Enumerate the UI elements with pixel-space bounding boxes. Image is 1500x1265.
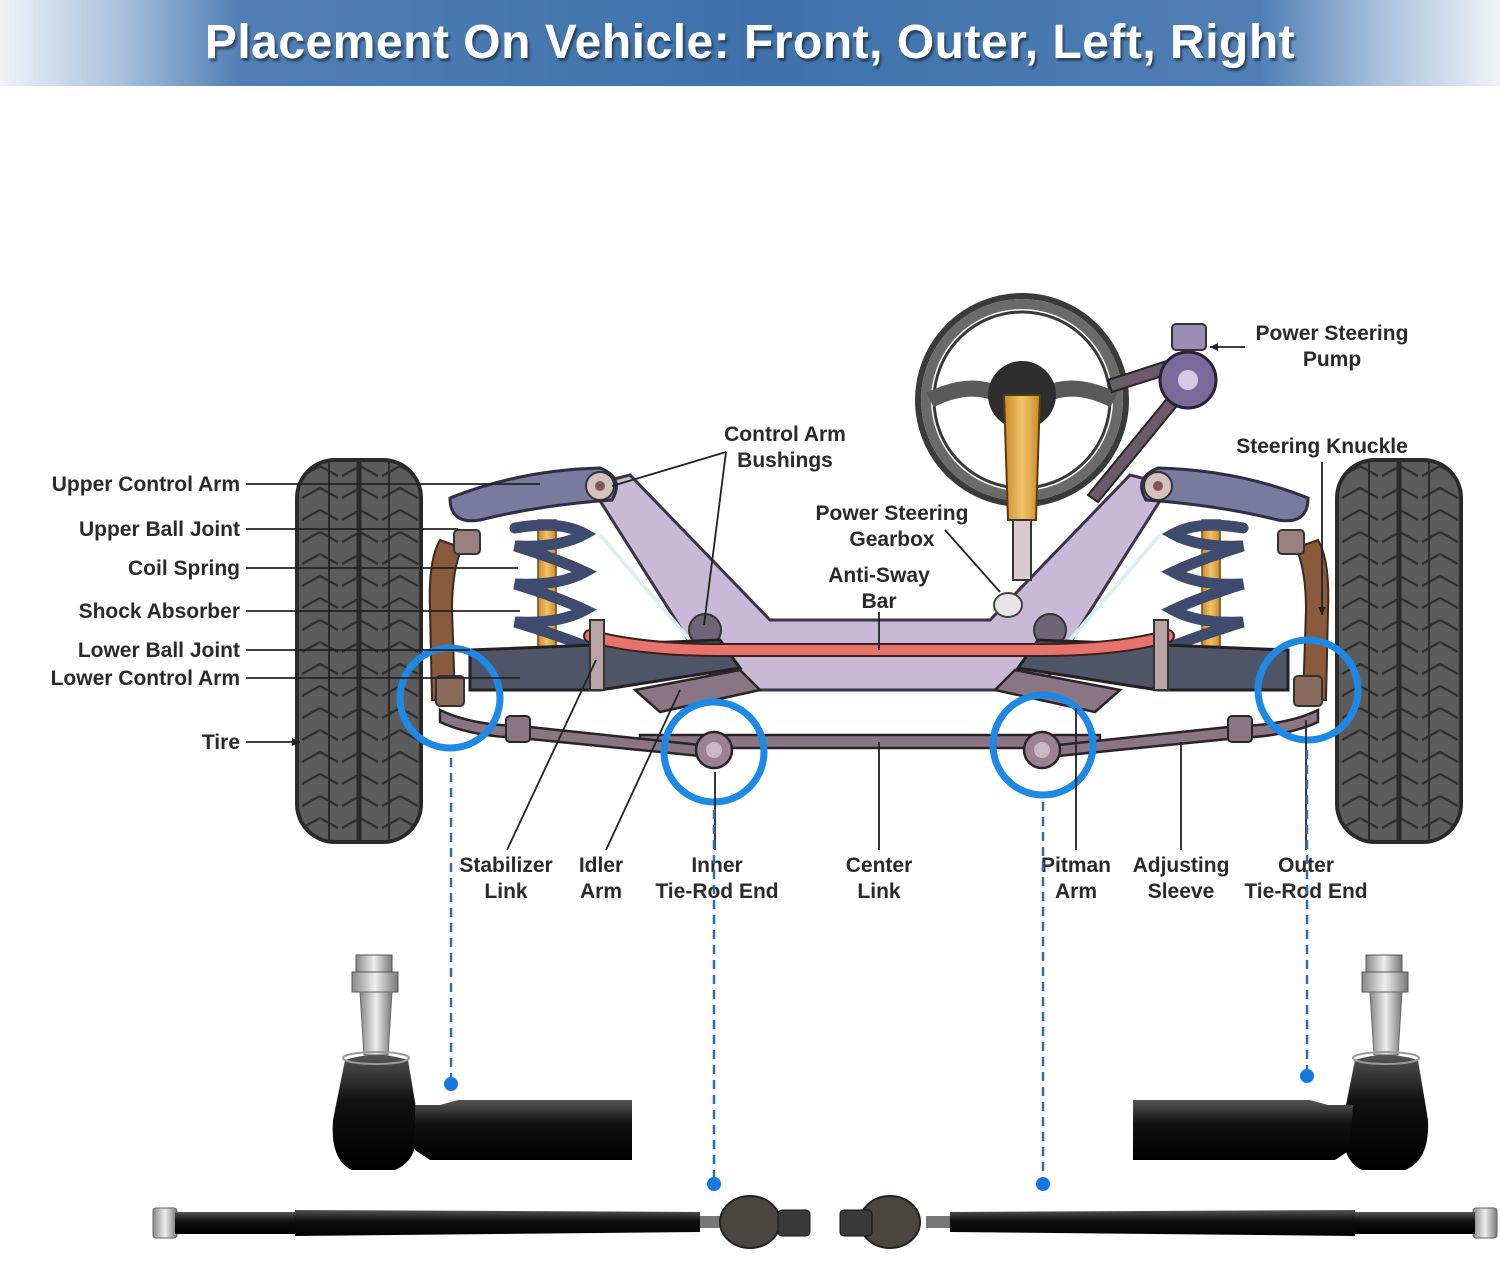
- outer-tie-rod-end-left: [332, 954, 632, 1170]
- label-power-steering-gearbox-2: Gearbox: [849, 528, 935, 551]
- left-leader-lines: [246, 483, 540, 746]
- label-anti-sway-bar-2: Bar: [861, 590, 896, 613]
- label-adjusting-sleeve-2: Sleeve: [1148, 880, 1215, 903]
- label-coil-spring: Coil Spring: [128, 557, 240, 580]
- pitman-arm: [992, 668, 1123, 714]
- label-control-arm-bushings-2: Bushings: [737, 449, 833, 472]
- steering-column: [1002, 394, 1042, 581]
- label-idler-arm-2: Arm: [580, 880, 622, 903]
- label-pitman-arm-1: Pitman: [1041, 854, 1111, 877]
- label-lower-ball-joint: Lower Ball Joint: [78, 639, 240, 662]
- label-stabilizer-link-2: Link: [484, 880, 527, 903]
- label-center-link-1: Center: [846, 854, 913, 877]
- label-power-steering-gearbox-1: Power Steering: [816, 502, 969, 525]
- left-tire: [295, 458, 423, 844]
- dashed-connectors: [444, 750, 1314, 1191]
- highlight-ring-right-inner: [989, 691, 1097, 799]
- inner-tie-rod-right: [839, 1195, 1498, 1249]
- label-tire: Tire: [202, 731, 240, 754]
- inner-tie-rod-left: [152, 1195, 811, 1249]
- label-outer-tie-rod-end-1: Outer: [1278, 854, 1334, 877]
- highlight-ring-left-outer: [396, 644, 504, 752]
- title-banner: Placement On Vehicle: Front, Outer, Left…: [0, 0, 1500, 86]
- crossmember-frame: [587, 473, 1173, 692]
- label-power-steering-pump-1: Power Steering: [1256, 322, 1409, 345]
- idler-arm: [632, 668, 763, 714]
- power-steering-pump: [1086, 323, 1218, 504]
- highlight-ring-right-outer: [1254, 636, 1362, 744]
- top-leader-lines: [611, 343, 1326, 650]
- highlight-ring-left-inner: [660, 698, 768, 806]
- label-stabilizer-link-1: Stabilizer: [459, 854, 552, 877]
- left-adjusting-sleeve: [505, 715, 531, 743]
- label-center-link-2: Link: [857, 880, 900, 903]
- label-pitman-arm-2: Arm: [1055, 880, 1097, 903]
- right-stabilizer-link: [1153, 619, 1169, 691]
- label-power-steering-pump-2: Pump: [1303, 348, 1361, 371]
- label-upper-ball-joint: Upper Ball Joint: [79, 518, 240, 541]
- label-upper-control-arm: Upper Control Arm: [52, 473, 240, 496]
- label-idler-arm-1: Idler: [579, 854, 623, 877]
- label-adjusting-sleeve-1: Adjusting: [1133, 854, 1230, 877]
- page-title: Placement On Vehicle: Front, Outer, Left…: [204, 16, 1296, 69]
- outer-tie-rod-end-right: [1133, 954, 1429, 1170]
- right-coil-spring: [1161, 519, 1249, 652]
- left-coil-spring: [509, 519, 597, 652]
- right-upper-control-arm: [1140, 466, 1310, 523]
- label-inner-tie-rod-end-1: Inner: [691, 854, 742, 877]
- label-shock-absorber: Shock Absorber: [79, 600, 240, 623]
- label-steering-knuckle: Steering Knuckle: [1236, 435, 1408, 458]
- label-lower-control-arm: Lower Control Arm: [51, 667, 240, 690]
- label-inner-tie-rod-end-2: Tie-Rod End: [655, 880, 778, 903]
- label-control-arm-bushings-1: Control Arm: [724, 423, 846, 446]
- power-steering-gearbox: [993, 592, 1023, 618]
- label-anti-sway-bar-1: Anti-Sway: [828, 564, 930, 587]
- left-upper-control-arm: [448, 466, 618, 523]
- right-outer-tie-rod-joint: [1293, 675, 1323, 707]
- right-adjusting-sleeve: [1227, 715, 1253, 743]
- left-outer-tie-rod-joint: [435, 675, 465, 707]
- right-upper-ball-joint: [1277, 529, 1305, 555]
- left-stabilizer-link: [589, 619, 605, 691]
- right-tire: [1335, 458, 1463, 844]
- left-upper-ball-joint: [453, 529, 481, 555]
